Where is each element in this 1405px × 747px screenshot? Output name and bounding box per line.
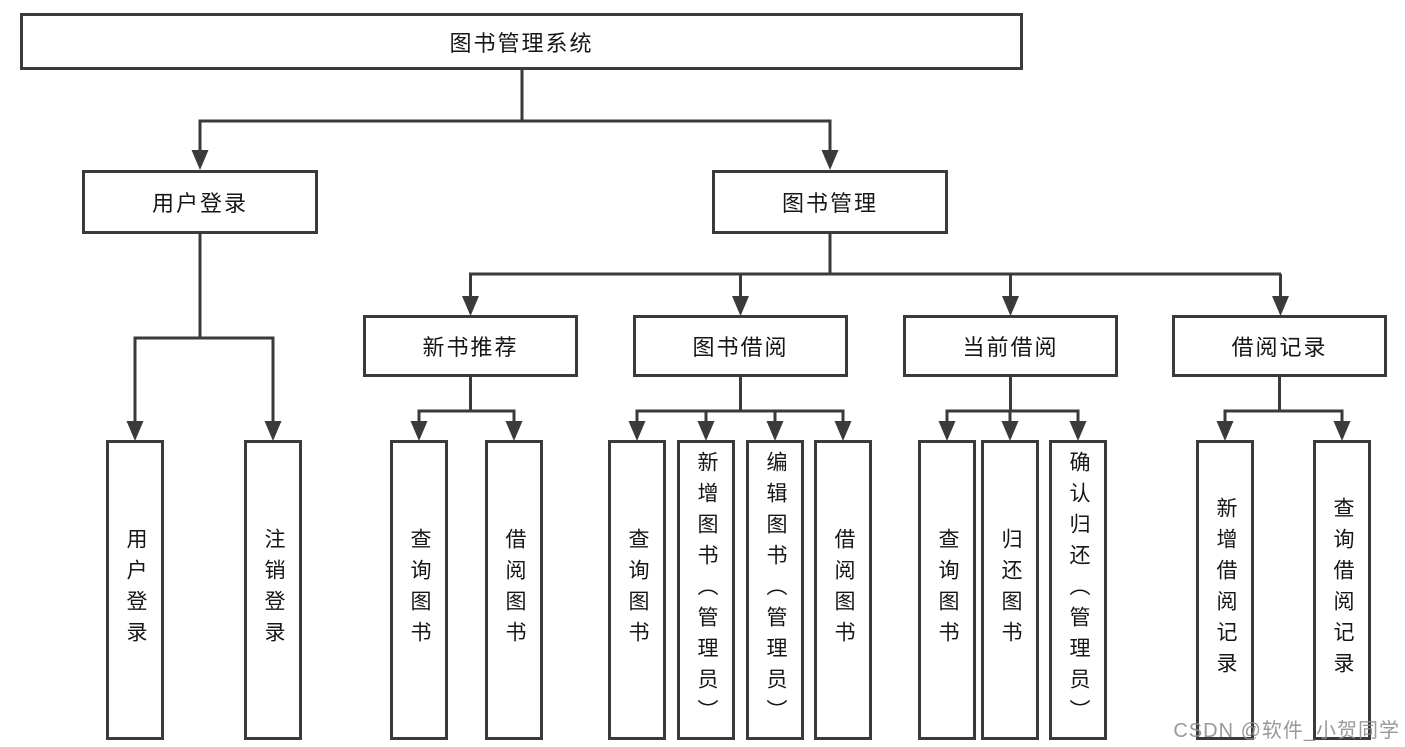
leaf-edit-book-admin: 编辑图书（管理员） bbox=[746, 440, 804, 740]
node-label: 当前借阅 bbox=[962, 335, 1059, 360]
node-current-borrowing: 当前借阅 bbox=[903, 315, 1118, 377]
node-borrowing-records: 借阅记录 bbox=[1172, 315, 1387, 377]
node-label: 图书管理系统 bbox=[449, 30, 594, 56]
leaf-query-borrow-record: 查询借阅记录 bbox=[1313, 440, 1371, 740]
node-label: 新增图书（管理员） bbox=[695, 450, 718, 730]
node-label: 归还图书 bbox=[999, 528, 1022, 652]
node-user-login: 用户登录 bbox=[82, 170, 318, 234]
csdn-watermark: CSDN @软件_小贺同学 bbox=[1173, 720, 1400, 742]
node-label: 图书管理 bbox=[781, 191, 878, 216]
node-label: 借阅图书 bbox=[503, 528, 526, 652]
node-label: 确认归还（管理员） bbox=[1067, 450, 1090, 730]
leaf-add-borrow-record: 新增借阅记录 bbox=[1196, 440, 1254, 740]
leaf-borrow-books-newbook: 借阅图书 bbox=[485, 440, 543, 740]
node-label: 注销登录 bbox=[262, 528, 285, 652]
leaf-query-books-current: 查询图书 bbox=[918, 440, 976, 740]
leaf-return-book: 归还图书 bbox=[981, 440, 1039, 740]
node-book-borrowing: 图书借阅 bbox=[633, 315, 848, 377]
node-label: 新书推荐 bbox=[422, 335, 519, 360]
node-label: 新增借阅记录 bbox=[1214, 497, 1237, 683]
node-label: 用户登录 bbox=[124, 528, 147, 652]
leaf-query-books-borrow: 查询图书 bbox=[608, 440, 666, 740]
leaf-user-login: 用户登录 bbox=[106, 440, 164, 740]
node-new-book-recommend: 新书推荐 bbox=[363, 315, 578, 377]
leaf-borrow-books-borrow: 借阅图书 bbox=[814, 440, 872, 740]
node-library-management-system: 图书管理系统 bbox=[20, 13, 1023, 70]
node-label: 查询图书 bbox=[408, 528, 431, 652]
node-label: 查询图书 bbox=[936, 528, 959, 652]
node-label: 借阅图书 bbox=[832, 528, 855, 652]
node-label: 编辑图书（管理员） bbox=[764, 450, 787, 730]
node-book-management: 图书管理 bbox=[712, 170, 948, 234]
node-label: 用户登录 bbox=[151, 191, 248, 216]
leaf-query-books-newbook: 查询图书 bbox=[390, 440, 448, 740]
node-label: 查询图书 bbox=[626, 528, 649, 652]
node-label: 查询借阅记录 bbox=[1331, 497, 1354, 683]
node-label: 图书借阅 bbox=[692, 335, 789, 360]
leaf-add-book-admin: 新增图书（管理员） bbox=[677, 440, 735, 740]
leaf-confirm-return-admin: 确认归还（管理员） bbox=[1049, 440, 1107, 740]
leaf-logout: 注销登录 bbox=[244, 440, 302, 740]
node-label: 借阅记录 bbox=[1231, 335, 1328, 360]
